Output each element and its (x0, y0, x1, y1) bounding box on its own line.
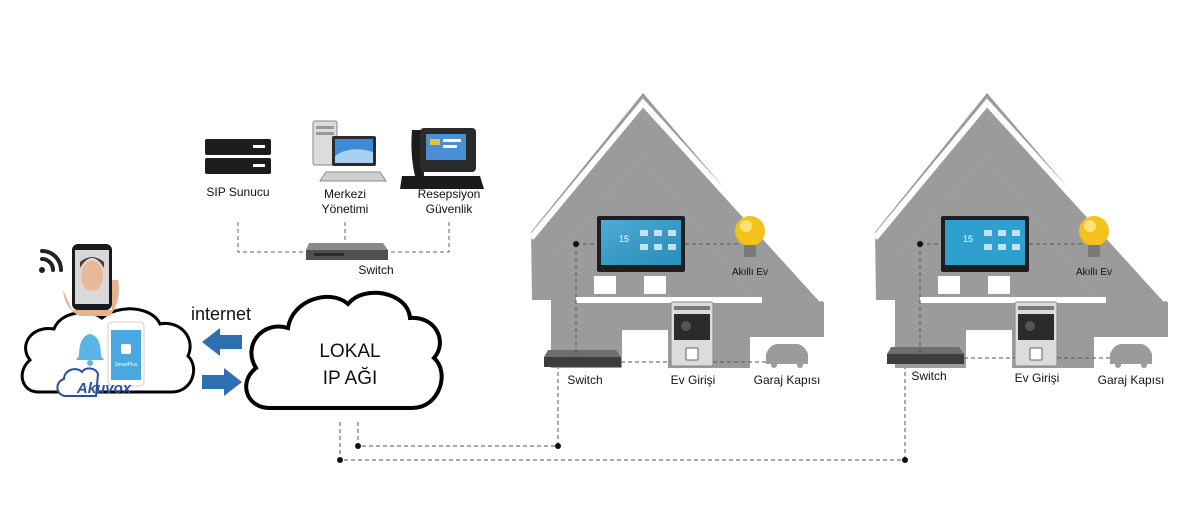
bell-icon (76, 334, 104, 366)
smartphone-icon (63, 244, 119, 316)
reception-label-1: Resepsiyon (418, 187, 481, 201)
ip-phone-icon (400, 128, 484, 189)
reception-label-2: Güvenlik (426, 202, 474, 216)
brand-label: Akuvox (76, 380, 132, 397)
house-1-garage-label: Garaj Kapısı (754, 373, 821, 387)
house-2-switch-icon (887, 347, 964, 364)
house-1-bulb-icon (735, 216, 765, 257)
top-switch-icon (306, 243, 388, 260)
top-switch-label: Switch (358, 263, 393, 277)
wifi-icon (39, 249, 63, 273)
house-2-connectors (919, 243, 1110, 359)
backbone-nodes (337, 443, 908, 463)
house-2-switch-label: Switch (911, 369, 946, 383)
house-1-monitor-time: 15 (619, 234, 629, 244)
house-1-smart-home-label: Akıllı Ev (732, 267, 768, 278)
house-1-connectors (575, 243, 766, 363)
house-2-indoor-monitor-icon: 15 (941, 216, 1029, 272)
house-2-door-station-icon (1014, 301, 1058, 367)
house-1-switch-label: Switch (567, 373, 602, 387)
app-phone-icon: SmartPlus (107, 321, 145, 387)
central-management-label-1: Merkezi (324, 187, 366, 201)
top-connectors (237, 222, 450, 253)
sip-server-icon (205, 139, 271, 174)
house-2-garage-label: Garaj Kapısı (1098, 373, 1165, 387)
central-management-label-2: Yönetimi (322, 202, 369, 216)
house-1-car-icon (766, 344, 808, 368)
house-2-monitor-time: 15 (963, 234, 973, 244)
sip-server-label: SIP Sunucu (206, 185, 269, 199)
house-2-bulb-icon (1079, 216, 1109, 257)
house-2-car-icon (1110, 344, 1152, 368)
house-1-switch-icon (544, 350, 621, 367)
arrow-in-icon (202, 328, 242, 356)
arrow-out-icon (202, 368, 242, 396)
local-network-label-1: LOKAL (319, 341, 380, 362)
house-2-smart-home-label: Akıllı Ev (1076, 267, 1112, 278)
computer-icon (312, 120, 387, 182)
app-icon-label: SmartPlus (114, 362, 138, 368)
akuvox-logo: Akuvox (56, 367, 132, 397)
house-2-entrance-label: Ev Girişi (1015, 371, 1060, 385)
house-1-door-station-icon (670, 301, 714, 367)
local-network-cloud (244, 290, 444, 410)
internet-label: internet (191, 304, 251, 324)
local-network-label-2: IP AĞI (323, 367, 378, 389)
house-1-entrance-label: Ev Girişi (671, 373, 716, 387)
house-1-indoor-monitor-icon: 15 (597, 216, 685, 272)
